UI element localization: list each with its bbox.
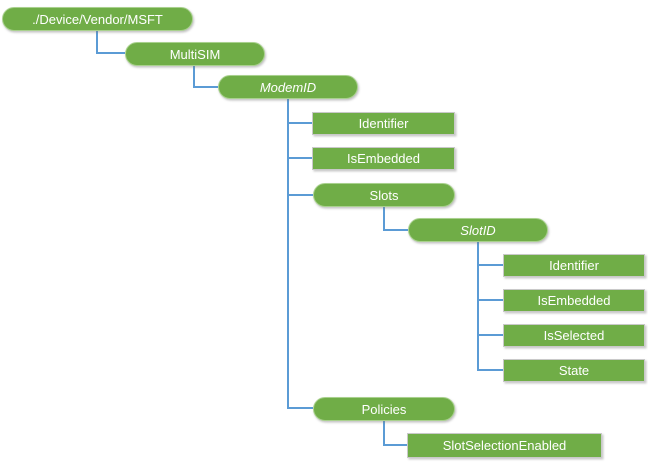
tree-node-device-vendor-msft: ./Device/Vendor/MSFT — [2, 7, 193, 31]
connector-to-slotselectionenabled — [383, 444, 407, 446]
tree-node-slot-isselected: IsSelected — [503, 324, 645, 347]
connector-slotid-trunk — [477, 242, 479, 371]
connector-to-policies — [287, 407, 313, 409]
tree-node-modemid: ModemID — [218, 75, 358, 99]
connector-root-to-multisim — [96, 52, 125, 54]
connector-to-identifier — [287, 122, 312, 124]
tree-node-identifier: Identifier — [312, 112, 455, 135]
tree-node-slotselectionenabled: SlotSelectionEnabled — [407, 433, 602, 458]
tree-node-slotid: SlotID — [408, 218, 548, 242]
connector-slots-drop — [383, 207, 385, 231]
connector-multisim-to-modemid — [193, 86, 218, 88]
connector-policies-drop — [383, 420, 385, 446]
connector-root-drop — [96, 30, 98, 53]
tree-node-policies: Policies — [313, 397, 455, 421]
connector-multisim-drop — [193, 65, 195, 88]
connector-to-slot-identifier — [477, 264, 503, 266]
tree-node-slot-isembedded: IsEmbedded — [503, 289, 645, 312]
tree-node-slot-state: State — [503, 359, 645, 382]
tree-node-isembedded: IsEmbedded — [312, 147, 455, 170]
tree-node-slots: Slots — [313, 183, 455, 207]
connector-to-isembedded — [287, 157, 312, 159]
connector-to-slots — [287, 194, 313, 196]
tree-node-multisim: MultiSIM — [125, 42, 265, 66]
connector-slots-to-slotid — [383, 229, 408, 231]
connector-to-slot-isselected — [477, 334, 503, 336]
connector-to-slot-state — [477, 369, 503, 371]
connector-modemid-trunk — [287, 99, 289, 409]
tree-node-slot-identifier: Identifier — [503, 254, 645, 277]
connector-to-slot-isembedded — [477, 299, 503, 301]
